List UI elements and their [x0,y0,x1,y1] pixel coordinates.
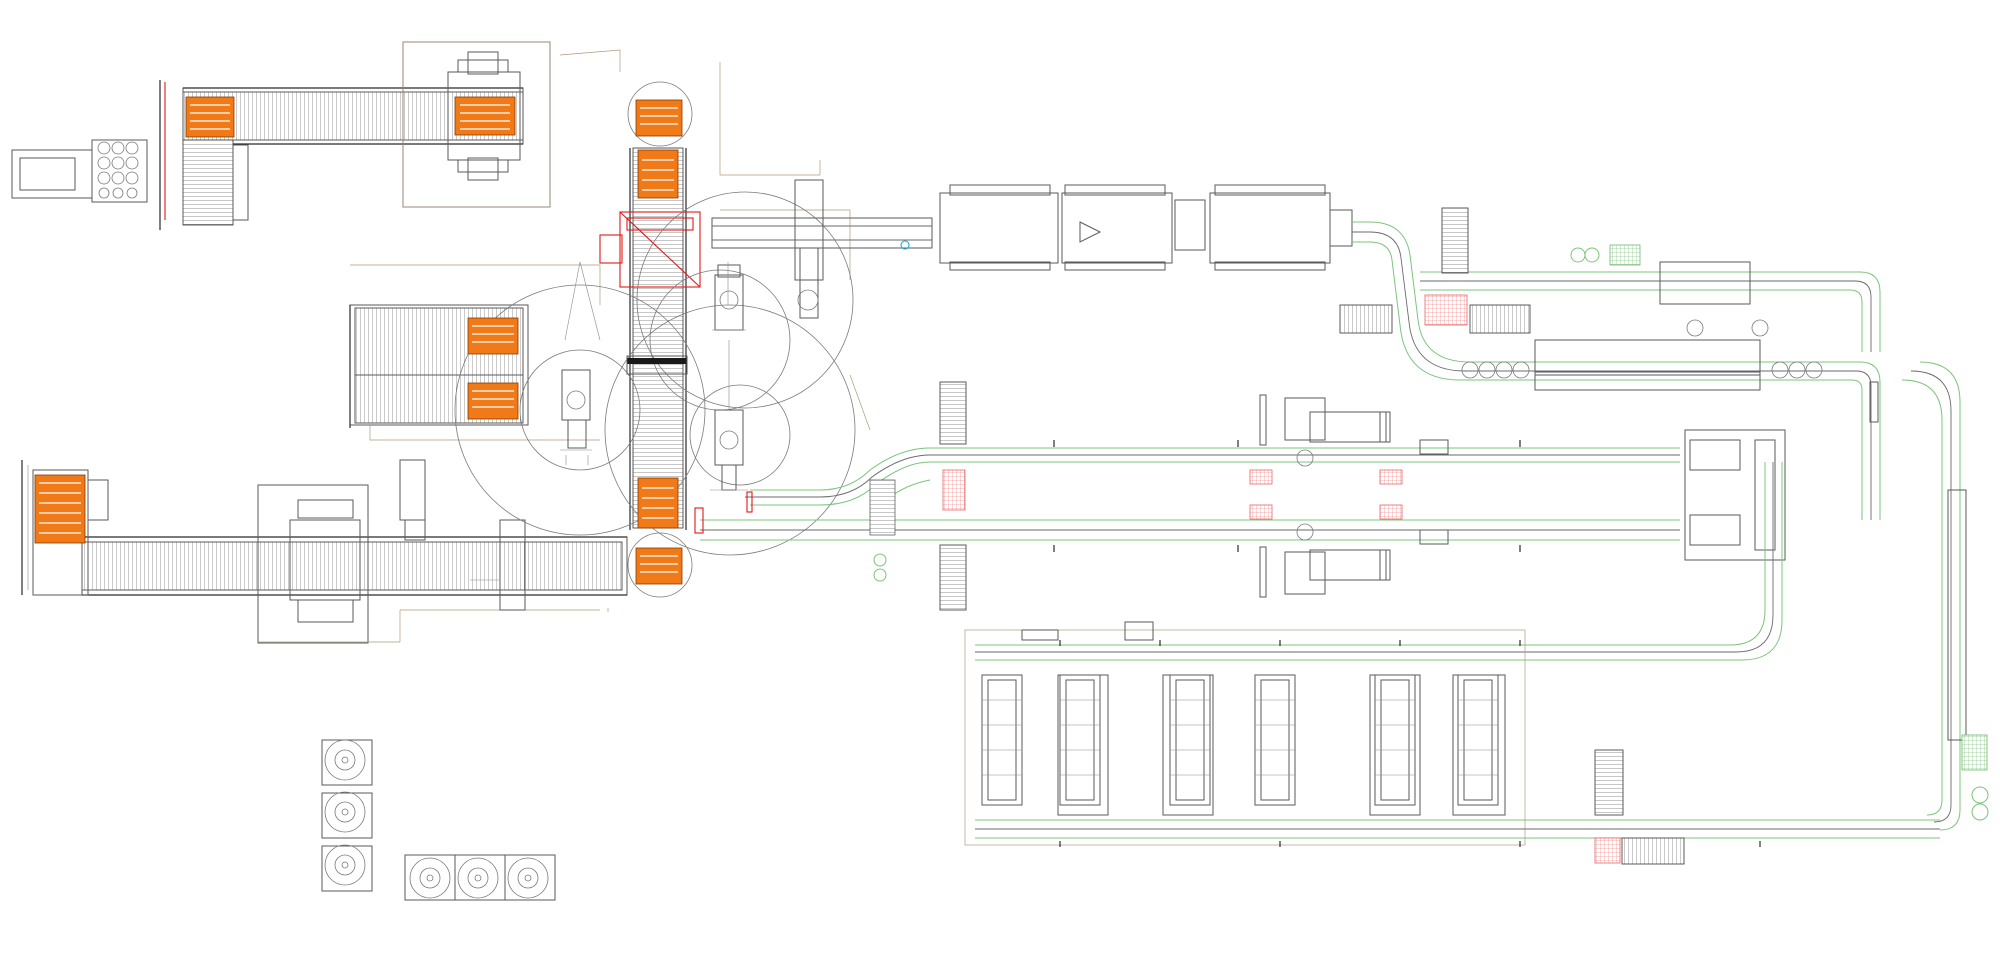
winding-machine [1254,674,1296,806]
spool-unit [321,739,373,786]
winding-machine [1059,674,1101,806]
spool-unit [321,791,373,839]
robot-arm-lower [710,409,748,491]
middle-conveyor-line [694,381,1786,661]
pallet-stack-top-center [454,96,516,136]
spool-unit [454,854,506,901]
robot-arm-upper [712,264,746,331]
winding-machine [1457,674,1499,806]
pallet-stack-mid-left-upper [467,317,519,355]
robot-arm-left [560,369,592,465]
pallet-stack-top-left [185,96,235,138]
spool-unit [321,844,373,892]
pallet-stack-top-right [635,99,683,137]
spool-units [321,739,556,901]
pallet-stack-bottom-left [34,474,86,544]
winding-area [964,621,1940,865]
pallet-stack-mid-left-lower [467,382,519,420]
spool-unit [504,854,556,901]
upper-conveyor-line [711,179,1989,831]
pallet-stack-bottom-right [635,547,683,585]
pallet-area [11,41,871,644]
winding-machine [1169,674,1211,806]
conveyor-markers [1053,440,1761,847]
pallet-stack-column-top [637,149,679,199]
pallet-stack-column-bottom [637,477,679,529]
winding-machine [1374,674,1416,806]
winding-machine [981,674,1023,806]
spool-unit [404,854,456,901]
